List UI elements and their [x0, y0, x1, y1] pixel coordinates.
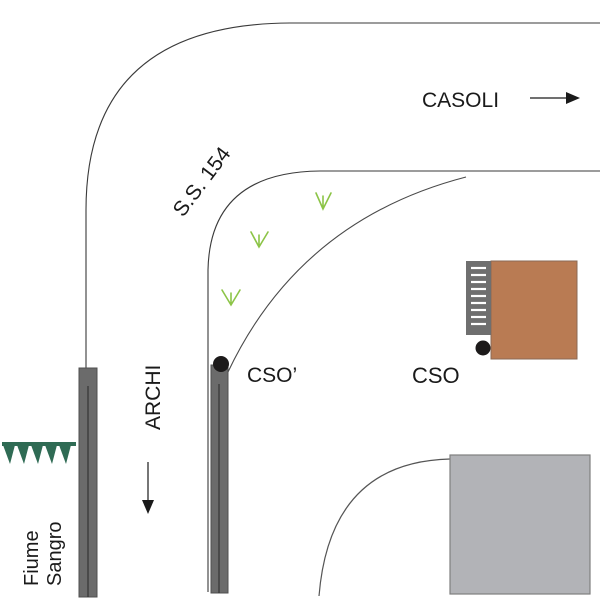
grass-tuft-icon: [250, 231, 269, 249]
cso-label: CSO: [412, 363, 460, 388]
embankment-teeth-icon: [2, 442, 76, 464]
grey-lot[interactable]: [449, 454, 591, 595]
river-label-line1: Fiume: [21, 530, 43, 586]
grass-tuft-icon: [315, 192, 332, 211]
cso-prime-marker[interactable]: [213, 356, 229, 372]
road-inner-edge: [207, 170, 600, 592]
casoli-label: CASOLI: [422, 89, 499, 112]
cso-prime-label: CSO’: [247, 364, 297, 387]
stairs: [466, 261, 491, 335]
arrow-right-icon: [530, 92, 580, 104]
lower-road-edge: [318, 458, 451, 597]
road-wall: [210, 364, 229, 594]
river-label-line2: Sangro: [44, 522, 66, 587]
road-outer-edge: [85, 22, 600, 368]
access-path-edge: [227, 176, 467, 373]
grass-tuft-icon: [221, 289, 241, 307]
river-wall: [78, 367, 98, 598]
archi-label: ARCHI: [142, 365, 165, 430]
cso-marker[interactable]: [475, 340, 491, 356]
building[interactable]: [490, 260, 578, 360]
arrow-down-icon: [142, 462, 154, 514]
